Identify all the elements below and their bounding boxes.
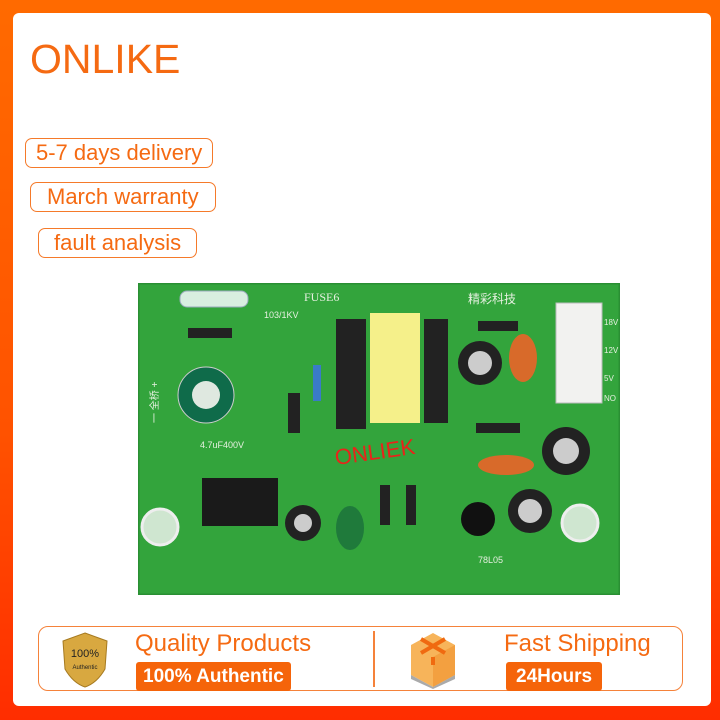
fuse — [179, 290, 249, 308]
transformer — [370, 313, 420, 423]
tag-warranty: March warranty — [30, 182, 216, 212]
svg-text:Authentic: Authentic — [72, 665, 97, 671]
svg-text:100%: 100% — [71, 648, 99, 660]
quality-badge: 100% Authentic — [136, 662, 291, 691]
quality-title: Quality Products — [135, 630, 312, 657]
feature-bar: 100% Authentic Quality Products 100% Aut… — [38, 626, 683, 691]
silk-fuse: FUSE6 — [304, 290, 339, 304]
tag-fault-analysis: fault analysis — [38, 228, 198, 258]
silk-out-12v: 12V — [604, 346, 619, 355]
silk-out-18v: 18V — [604, 318, 619, 327]
silk-out-no: NO — [604, 394, 616, 403]
brand-title: ONLIKE — [30, 36, 181, 82]
shipping-title: Fast Shipping — [504, 630, 651, 657]
silk-regulator: 78L05 — [478, 555, 503, 565]
gold-shield-icon: 100% Authentic — [62, 632, 108, 688]
silk-bridge: 一 全桥 + — [148, 381, 161, 423]
silk-maker: 精彩科技 — [468, 292, 516, 306]
tag-delivery: 5-7 days delivery — [25, 138, 214, 168]
silk-cap: 103/1KV — [264, 310, 299, 320]
silk-out-5v: 5V — [604, 374, 614, 383]
shipping-badge: 24Hours — [506, 662, 603, 691]
transformer-core-left — [336, 319, 366, 429]
divider — [373, 631, 375, 687]
package-box-icon — [411, 633, 455, 689]
output-connector — [555, 302, 603, 404]
pcb-product-image: FUSE6 103/1KV 精彩科技 4.7uF400V 78L05 一 全桥 … — [138, 283, 620, 595]
ic-chip — [202, 478, 278, 526]
silk-bulk-cap: 4.7uF400V — [200, 440, 244, 450]
